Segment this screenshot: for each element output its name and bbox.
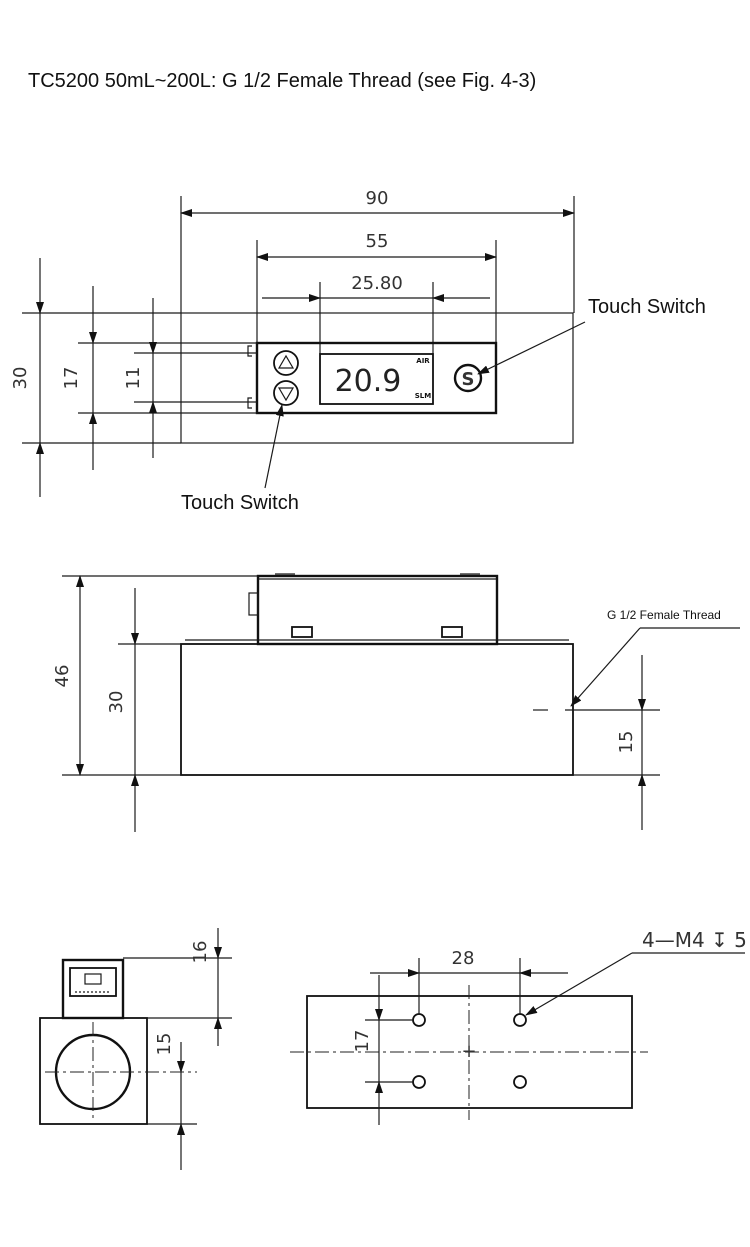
dim-17-bottom: 17 — [352, 1030, 373, 1053]
thread-callout-leader — [570, 627, 641, 707]
down-touch-switch[interactable] — [273, 380, 299, 406]
bottom-view: + 28 17 4—M4 ↧ 5 — [290, 928, 747, 1125]
dim-11-front: 11 — [123, 367, 144, 390]
mounting-hole-1 — [412, 1013, 426, 1027]
callout-leader-bottom — [264, 404, 284, 489]
end-view: 16 15 — [39, 928, 232, 1170]
side-slot-right — [441, 626, 463, 638]
mounting-hole-4 — [513, 1075, 527, 1089]
slm-label: SLM — [415, 392, 432, 400]
side-view: 46 30 15 G 1/2 Female Thread — [52, 573, 740, 832]
s-touch-switch[interactable] — [453, 363, 483, 393]
dim-30-front: 30 — [10, 367, 31, 390]
mounting-hole-3 — [412, 1075, 426, 1089]
dim-46: 46 — [52, 665, 73, 688]
touch-switch-label-bottom: Touch Switch — [181, 492, 299, 514]
dim-55: 55 — [366, 231, 389, 252]
dim-16: 16 — [190, 941, 211, 964]
control-panel — [255, 341, 498, 415]
front-view: 90 55 25.80 20.9 AIR SLM S — [10, 188, 706, 514]
up-touch-switch[interactable] — [273, 350, 299, 376]
hole-label: 4—M4 ↧ 5 — [642, 928, 747, 952]
end-body-outline — [39, 1017, 148, 1125]
touch-switch-label-right: Touch Switch — [588, 296, 706, 318]
front-body-outline — [180, 312, 574, 444]
lcd-display — [319, 353, 434, 405]
up-arrow-icon — [277, 354, 295, 369]
hole-callout-leader — [525, 952, 633, 1016]
display-value: 20.9 — [335, 364, 402, 399]
svg-text:+: + — [461, 1041, 476, 1062]
down-arrow-icon — [277, 387, 295, 402]
air-label: AIR — [416, 357, 430, 365]
dim-17-front: 17 — [61, 367, 82, 390]
page-title: TC5200 50mL~200L: G 1/2 Female Thread (s… — [28, 70, 537, 92]
dim-15-end: 15 — [154, 1033, 175, 1056]
dim-28: 28 — [452, 948, 475, 969]
s-button-label: S — [462, 369, 475, 390]
thread-label: G 1/2 Female Thread — [607, 608, 721, 622]
side-slot-left — [291, 626, 313, 638]
dim-30-side: 30 — [106, 691, 127, 714]
dim-15-side: 15 — [616, 731, 637, 754]
mounting-hole-2 — [513, 1013, 527, 1027]
dim-90: 90 — [366, 188, 389, 209]
callout-leader-right — [477, 321, 586, 375]
dim-25-80: 25.80 — [351, 273, 403, 294]
side-body-outline — [180, 643, 574, 776]
